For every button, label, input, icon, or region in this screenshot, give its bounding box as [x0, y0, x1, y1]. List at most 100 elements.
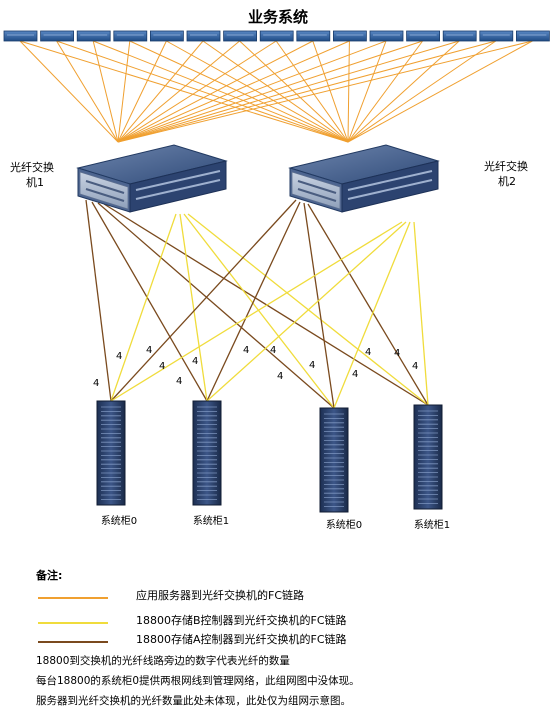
storage-cabinet-icon — [413, 404, 443, 510]
legend-item-storage-b-link: 18800存储B控制器到光纤交换机的FC链路 — [36, 615, 546, 629]
storage-fc-link — [413, 221, 429, 406]
server-fc-link — [117, 40, 131, 143]
server-fc-link — [347, 40, 424, 143]
server-fc-link — [92, 40, 119, 143]
server-fc-link — [19, 40, 349, 143]
fiber-count-label: 4 — [365, 347, 371, 358]
storage-cabinet-icon — [319, 407, 349, 513]
server-fc-link — [19, 40, 119, 143]
application-server — [479, 30, 514, 42]
application-server — [442, 30, 477, 42]
storage-fc-link — [110, 199, 297, 402]
server-fc-link — [117, 40, 240, 143]
storage-fc-link — [91, 201, 208, 402]
server-fc-link — [275, 40, 349, 143]
legend-label: 应用服务器到光纤交换机的FC链路 — [136, 589, 305, 602]
server-fc-links — [19, 40, 533, 143]
application-server — [223, 30, 258, 42]
fiber-count-label: 4 — [412, 361, 418, 372]
switch-1-label-line2: 机1 — [26, 175, 44, 189]
legend-label: 18800存储B控制器到光纤交换机的FC链路 — [136, 614, 347, 627]
note-line: 服务器到光纤交换机的光纤数量此处未体现，此处仅为组网示意图。 — [36, 695, 351, 707]
storage-fc-link — [110, 221, 403, 402]
application-server — [296, 30, 331, 42]
storage-fc-link — [183, 213, 335, 409]
storage-fc-link — [85, 199, 112, 402]
fiber-count-label: 4 — [394, 348, 400, 359]
fiber-count-label: 4 — [146, 345, 152, 356]
server-fc-link — [56, 40, 119, 143]
server-fc-link — [117, 40, 277, 143]
switch-2-label-line2: 机2 — [498, 174, 516, 188]
fc-switch-1 — [76, 144, 228, 213]
server-fc-link — [117, 40, 460, 143]
note-line: 每台18800的系统柜0提供两根网线到管理网络，此组网图中没体现。 — [36, 675, 360, 687]
fiber-count-label: 4 — [352, 369, 358, 380]
server-fc-link — [239, 40, 349, 143]
switch-2-label-line1: 光纤交换 — [484, 159, 528, 173]
storage-cabinet-icon — [96, 400, 126, 506]
fiber-count-label: 4 — [243, 345, 249, 356]
server-fc-link — [93, 40, 349, 143]
cabinet-label: 系统柜0 — [326, 518, 362, 531]
notes-title: 备注: — [36, 569, 63, 582]
storage-fc-link — [103, 203, 429, 406]
cabinet-label: 系统柜1 — [414, 518, 450, 531]
application-server — [259, 30, 294, 42]
legend-label: 18800存储A控制器到光纤交换机的FC链路 — [136, 633, 347, 646]
server-fc-link — [56, 40, 349, 143]
diagram-title: 业务系统 — [248, 8, 308, 26]
server-fc-link — [117, 40, 314, 143]
legend-item-storage-a-link: 18800存储A控制器到光纤交换机的FC链路 — [36, 634, 546, 648]
application-server — [3, 30, 38, 42]
server-fc-link — [312, 40, 349, 143]
server-fc-link — [117, 40, 167, 143]
fc-switch-2 — [288, 144, 440, 213]
storage-fc-links — [85, 199, 429, 409]
application-server — [332, 30, 367, 42]
fiber-count-label: 4 — [192, 356, 198, 367]
storage-cabinet-icon — [192, 400, 222, 506]
application-server — [76, 30, 111, 42]
server-fc-link — [117, 40, 204, 143]
server-fc-link — [166, 40, 349, 143]
server-fc-link — [129, 40, 349, 143]
storage-fc-link — [206, 221, 407, 402]
storage-fc-link — [97, 202, 335, 409]
storage-fc-link — [110, 213, 177, 402]
server-fc-link — [117, 40, 533, 143]
server-fc-link — [347, 40, 533, 143]
storage-fc-link — [206, 201, 301, 402]
application-server — [369, 30, 404, 42]
fiber-count-label: 4 — [309, 360, 315, 371]
server-fc-link — [117, 40, 350, 143]
legend-item-server-link: 应用服务器到光纤交换机的FC链路 — [36, 590, 546, 604]
fiber-count-label: 4 — [93, 378, 99, 389]
application-server — [406, 30, 441, 42]
fiber-count-label: 4 — [176, 376, 182, 387]
cabinet-label: 系统柜1 — [193, 514, 229, 527]
switch-1-label-line1: 光纤交换 — [10, 160, 54, 174]
legend-swatch — [38, 597, 108, 599]
fiber-count-label: 4 — [159, 361, 165, 372]
storage-cabinets — [96, 400, 443, 513]
application-server — [40, 30, 74, 42]
server-fc-link — [347, 40, 497, 143]
application-server — [186, 30, 221, 42]
server-fc-link — [117, 40, 496, 143]
storage-fc-link — [303, 202, 335, 409]
fiber-count-label: 4 — [277, 371, 283, 382]
application-server-row — [3, 30, 550, 42]
server-fc-link — [117, 40, 423, 143]
server-fc-link — [202, 40, 349, 143]
legend-swatch — [38, 622, 108, 624]
fiber-count-label: 4 — [116, 351, 122, 362]
storage-fc-link — [307, 203, 429, 406]
storage-fc-link — [333, 221, 411, 409]
server-fc-link — [347, 40, 387, 143]
server-fc-link — [117, 40, 387, 143]
application-server — [149, 30, 184, 42]
application-server — [113, 30, 148, 42]
